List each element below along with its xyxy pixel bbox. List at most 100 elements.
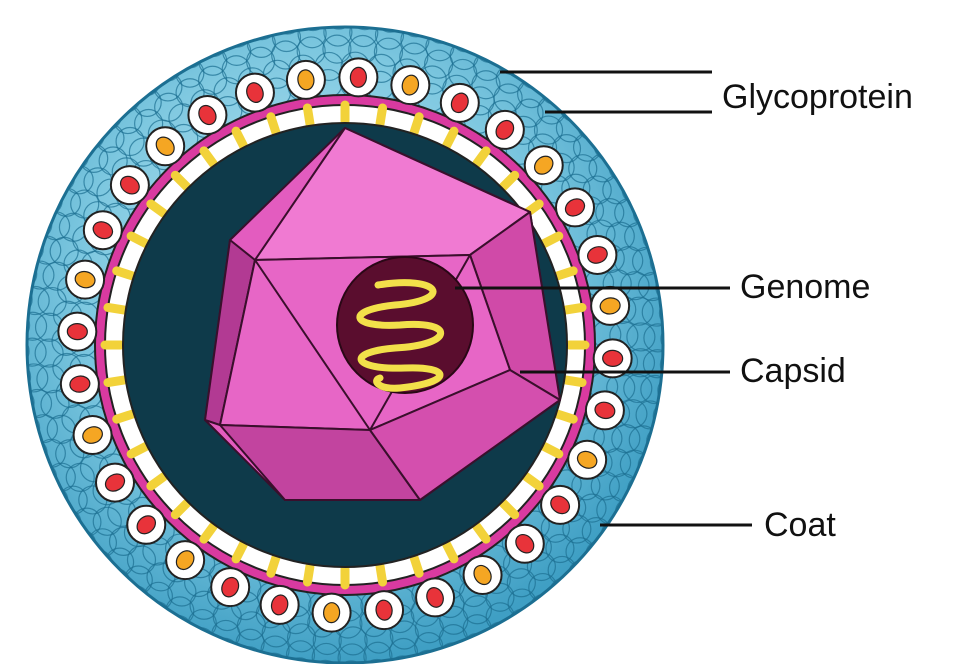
coat-scale (223, 19, 251, 47)
glycoprotein (391, 66, 429, 104)
glycoprotein (111, 166, 149, 204)
coat-scale (609, 153, 637, 181)
coat-scale (19, 439, 47, 467)
glycoprotein (313, 594, 351, 632)
lipid-head (117, 414, 132, 419)
coat-scale (628, 475, 656, 503)
coat-scale (452, 24, 480, 52)
coat-scale (475, 34, 503, 62)
coat-scale (622, 176, 650, 204)
coat-scale (187, 628, 215, 656)
coat-scale (142, 602, 170, 630)
glycoprotein (261, 586, 299, 624)
lipid-head (380, 108, 383, 124)
glycoprotein (591, 287, 629, 325)
coat-scale (29, 463, 57, 491)
coat-scale (153, 53, 181, 81)
coat-scale (102, 569, 130, 597)
coat-scale (647, 427, 675, 455)
lipid-head (271, 558, 276, 573)
coat-scale (68, 530, 96, 558)
lipid-head (558, 271, 573, 276)
coat-scale (351, 2, 379, 30)
coat-scale (132, 68, 160, 96)
coat-scale (34, 187, 62, 215)
glycoprotein (541, 486, 579, 524)
glycoprotein (127, 506, 165, 544)
coat-scale (560, 93, 588, 121)
glycoprotein (568, 441, 606, 479)
coat-scale (76, 121, 104, 149)
coat-scale (121, 586, 149, 614)
glycoprotein (365, 591, 403, 629)
lipid-head (558, 414, 573, 419)
glycoprotein (525, 146, 563, 184)
coat-scale (164, 616, 192, 644)
glycoprotein (339, 58, 377, 96)
coat-scale (176, 40, 204, 68)
glycoprotein (416, 578, 454, 616)
coat-scale (578, 112, 606, 140)
glycoprotein (578, 236, 616, 274)
lipid-head (307, 566, 310, 582)
lipid-head (566, 307, 582, 310)
glycoprotein (166, 541, 204, 579)
genome-label: Genome (740, 270, 870, 304)
coat-scale (46, 164, 74, 192)
glycoprotein (188, 96, 226, 134)
coat-label: Coat (764, 508, 836, 542)
lipid-head (117, 271, 132, 276)
coat-scale (660, 351, 688, 379)
coat-scale (325, 1, 353, 29)
glycoprotein (96, 464, 134, 502)
coat-scale (520, 60, 548, 88)
coat-scale (594, 132, 622, 160)
glycoprotein (61, 365, 99, 403)
coat-scale (509, 609, 537, 637)
coat-scale (210, 638, 238, 664)
coat-scale (112, 84, 140, 112)
coat-scale (1, 337, 29, 365)
lipid-head (380, 566, 383, 582)
coat-scale (530, 594, 558, 622)
coat-scale (463, 633, 491, 661)
coat-scale (616, 498, 644, 526)
glycoprotein (211, 568, 249, 606)
coat-scale (15, 235, 43, 263)
glycoprotein (287, 61, 325, 99)
lipid-head (414, 117, 419, 132)
glycoprotein (146, 127, 184, 165)
lipid-head (108, 307, 124, 310)
coat-scale (84, 550, 112, 578)
glycoprotein (84, 211, 122, 249)
coat-scale (486, 622, 514, 650)
coat-scale (2, 311, 30, 339)
coat-scale (53, 509, 81, 537)
glycoprotein (74, 416, 112, 454)
capsid-label: Capsid (740, 354, 846, 388)
coat-scale (569, 560, 597, 588)
coat-scale (643, 223, 671, 251)
glycoprotein (464, 556, 502, 594)
glycoprotein (486, 111, 524, 149)
lipid-head (271, 117, 276, 132)
lipid-head (566, 380, 582, 383)
coat-scale (550, 578, 578, 606)
coat-scale (40, 486, 68, 514)
glycoprotein (236, 74, 274, 112)
coat-scale (199, 29, 227, 57)
coat-scale (661, 325, 689, 353)
glycoprotein-label: Glycoprotein (722, 80, 913, 114)
glycoprotein (58, 313, 96, 351)
coat-scale (93, 102, 121, 130)
glycoprotein (66, 261, 104, 299)
coat-scale (633, 199, 661, 227)
coat-scale (541, 76, 569, 104)
coat-scale (60, 142, 88, 170)
glycoprotein (441, 84, 479, 122)
coat-scale (24, 210, 52, 238)
lipid-head (307, 108, 310, 124)
coat-scale (586, 541, 614, 569)
coat-scale (638, 452, 666, 480)
